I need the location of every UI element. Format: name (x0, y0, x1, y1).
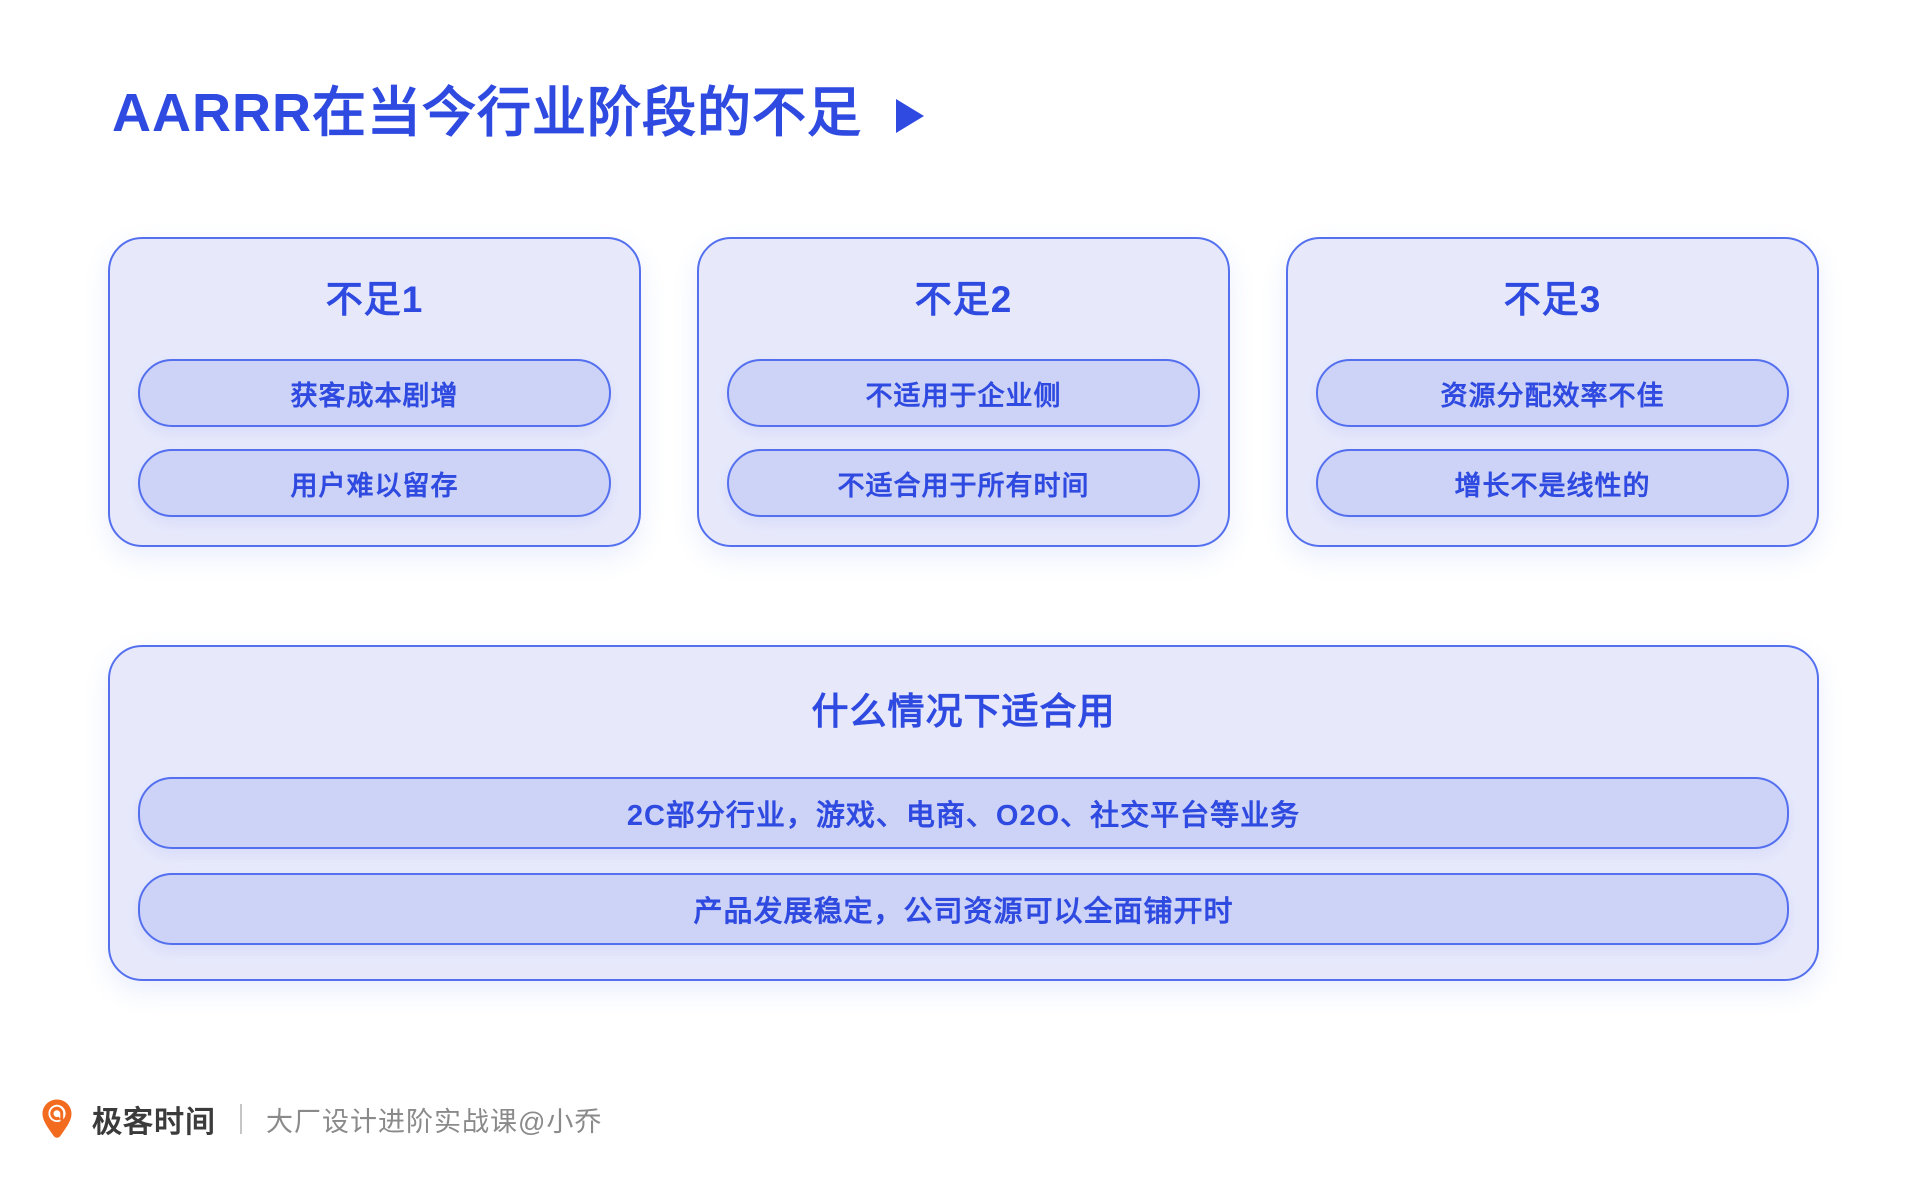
page-title: AARRR在当今行业阶段的不足 (112, 83, 924, 143)
footer: 极客时间 大厂设计进阶实战课@小乔 (36, 1097, 602, 1141)
card-pill: 产品发展稳定，公司资源可以全面铺开时 (138, 873, 1789, 945)
cards-row: 不足1 获客成本剧增 用户难以留存 不足2 不适用于企业侧 不适合用于所有时间 … (108, 237, 1819, 547)
footer-divider (240, 1104, 242, 1134)
card-pill: 获客成本剧增 (138, 359, 611, 427)
page-title-text: AARRR在当今行业阶段的不足 (112, 83, 862, 143)
card-pill: 不适合用于所有时间 (727, 449, 1200, 517)
card-pill: 资源分配效率不佳 (1316, 359, 1789, 427)
card-pill: 增长不是线性的 (1316, 449, 1789, 517)
card-title: 什么情况下适合用 (811, 691, 1116, 732)
course-subtitle: 大厂设计进阶实战课@小乔 (266, 1106, 603, 1137)
card-pill: 用户难以留存 (138, 449, 611, 517)
card-deficiency-3: 不足3 资源分配效率不佳 增长不是线性的 (1286, 237, 1819, 547)
geekbang-pin-icon (36, 1098, 78, 1140)
card-when-suitable: 什么情况下适合用 2C部分行业，游戏、电商、O2O、社交平台等业务 产品发展稳定… (108, 645, 1819, 981)
card-title: 不足3 (1503, 279, 1602, 320)
card-deficiency-1: 不足1 获客成本剧增 用户难以留存 (108, 237, 641, 547)
card-pill: 不适用于企业侧 (727, 359, 1200, 427)
card-title: 不足2 (914, 279, 1013, 320)
card-deficiency-2: 不足2 不适用于企业侧 不适合用于所有时间 (697, 237, 1230, 547)
card-title: 不足1 (325, 279, 424, 320)
brand-name: 极客时间 (92, 1106, 216, 1139)
card-pill: 2C部分行业，游戏、电商、O2O、社交平台等业务 (138, 777, 1789, 849)
play-triangle-icon (896, 98, 924, 133)
